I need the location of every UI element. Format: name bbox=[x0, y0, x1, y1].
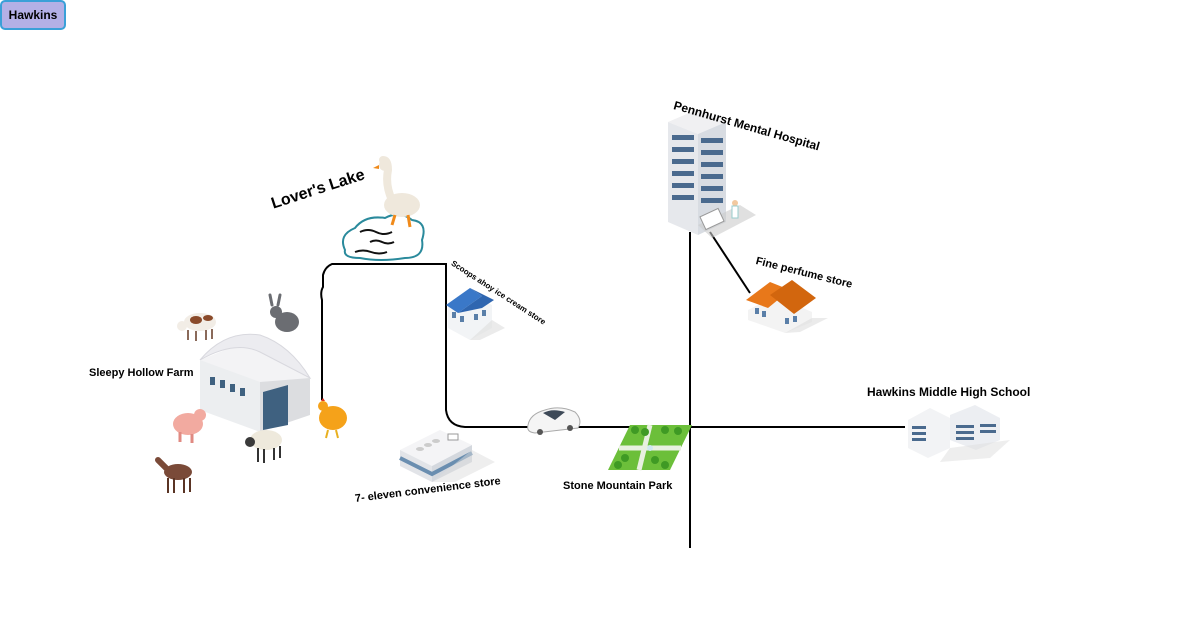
chicken-icon bbox=[318, 398, 347, 439]
rabbit-icon bbox=[268, 293, 299, 332]
convenience-store-icon[interactable] bbox=[399, 430, 495, 482]
roads bbox=[320, 231, 905, 548]
perfume-store-icon[interactable] bbox=[746, 280, 828, 333]
hospital-icon[interactable] bbox=[668, 110, 756, 238]
label-farm: Sleepy Hollow Farm bbox=[89, 367, 194, 379]
pig-icon bbox=[173, 409, 206, 443]
road-farm-to-lake bbox=[320, 263, 690, 428]
goose-icon bbox=[373, 156, 420, 228]
car-icon bbox=[527, 407, 581, 435]
map-title: Hawkins bbox=[8, 8, 58, 22]
label-park: Stone Mountain Park bbox=[563, 480, 673, 492]
lake-icon[interactable] bbox=[342, 213, 425, 261]
barn-icon[interactable] bbox=[199, 333, 312, 432]
cow-icon bbox=[177, 313, 216, 341]
road-to-perfume bbox=[709, 231, 751, 294]
map-title-box[interactable]: Hawkins bbox=[0, 0, 66, 30]
park-icon[interactable] bbox=[608, 424, 692, 471]
ice-cream-store-icon[interactable] bbox=[446, 288, 505, 340]
sheep-icon bbox=[245, 430, 282, 463]
horse-icon bbox=[155, 457, 192, 493]
school-icon[interactable] bbox=[908, 405, 1010, 462]
label-school: Hawkins Middle High School bbox=[867, 385, 1031, 399]
